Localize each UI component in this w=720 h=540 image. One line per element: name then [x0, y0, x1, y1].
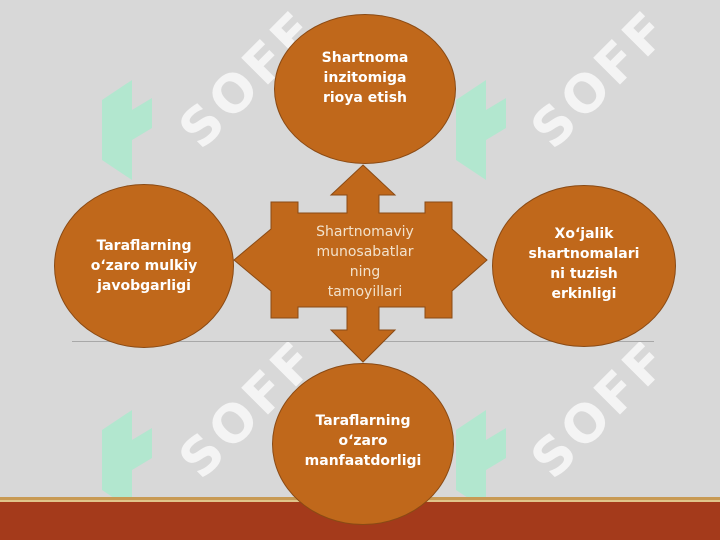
node-left-line: o‘zaro mulkiy: [90, 258, 198, 274]
node-top-line: rioya etish: [322, 90, 408, 106]
node-right-line: ni tuzish: [550, 266, 618, 282]
center-label-line: ning: [349, 264, 381, 280]
node-left-line: Taraflarning: [96, 238, 192, 254]
node-right-line: shartnomalari: [528, 246, 640, 262]
node-bottom-line: manfaatdorligi: [304, 453, 422, 469]
node-left-line: javobgarligi: [97, 278, 191, 294]
node-top-line: inzitomiga: [323, 70, 407, 86]
node-right-line: erkinligi: [551, 286, 617, 302]
node-bottom: Taraflarning o‘zaro manfaatdorligi: [272, 363, 454, 525]
four-way-arrow-shape: [233, 164, 488, 363]
node-left: Taraflarning o‘zaro mulkiy javobgarligi: [54, 184, 234, 348]
center-label-line: tamoyillari: [327, 284, 403, 300]
node-right: Xo‘jalik shartnomalari ni tuzish erkinli…: [492, 185, 676, 347]
node-top-line: Shartnoma: [321, 50, 409, 66]
node-right-line: Xo‘jalik: [554, 226, 614, 242]
node-bottom-line: Taraflarning: [315, 413, 411, 429]
node-bottom-line: o‘zaro: [338, 433, 388, 449]
center-label: Shartnomaviy munosabatlar ning tamoyilla…: [305, 222, 425, 302]
center-label-line: Shartnomaviy: [316, 224, 414, 240]
center-label-line: munosabatlar: [316, 244, 414, 260]
node-top: Shartnoma inzitomiga rioya etish: [274, 14, 456, 164]
